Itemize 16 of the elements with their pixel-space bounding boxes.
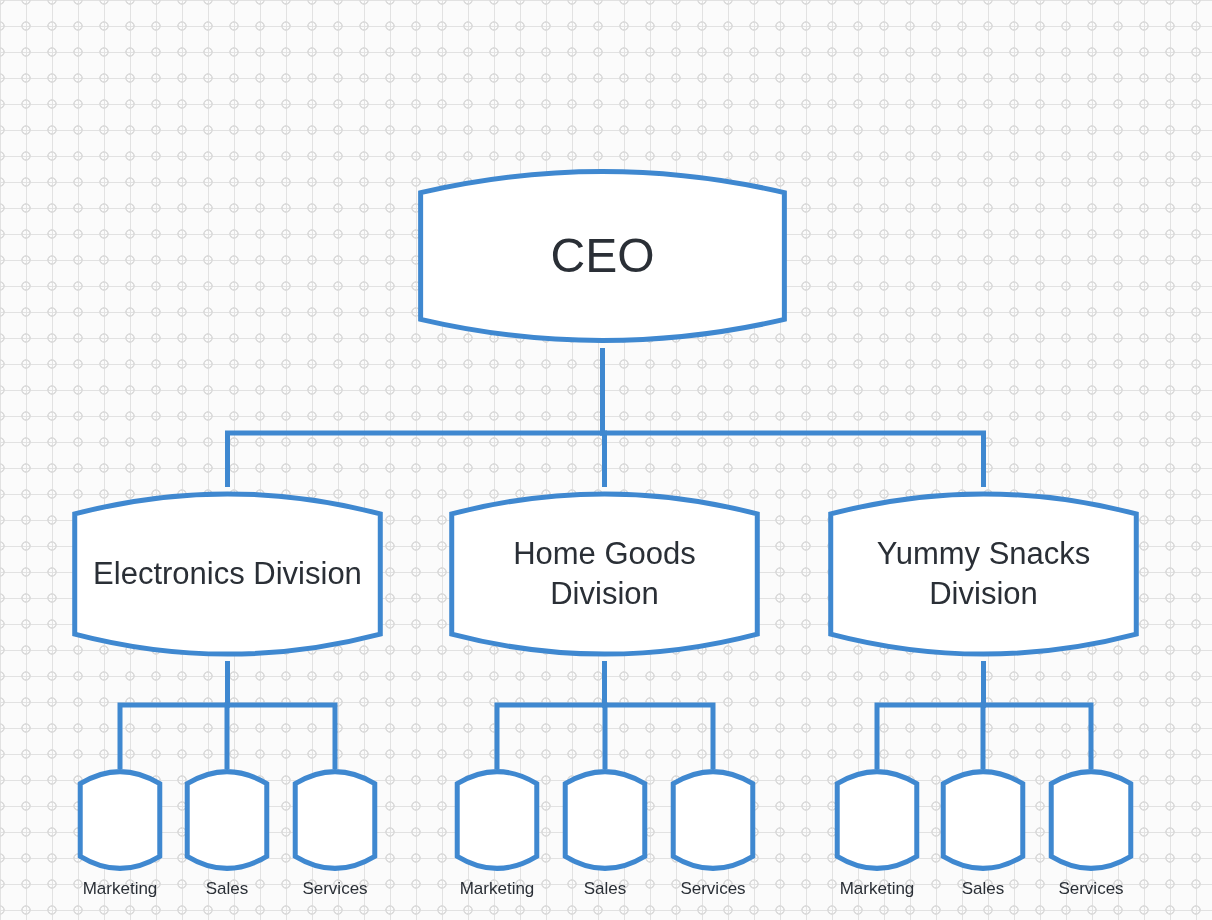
node-title: Electronics Division	[92, 554, 363, 593]
department-label: Sales	[205, 879, 249, 899]
department-label: Sales	[583, 879, 627, 899]
department-label: Services	[302, 879, 368, 899]
connector-line	[602, 661, 716, 769]
department-label: Marketing	[82, 879, 158, 899]
node-title: CEO	[549, 227, 656, 284]
department-label: Sales	[961, 879, 1005, 899]
department-label: Services	[680, 879, 746, 899]
department-label: Services	[1058, 879, 1124, 899]
department-label: Marketing	[459, 879, 535, 899]
connector-line	[225, 661, 338, 769]
connector-line	[981, 661, 1094, 769]
node-title: Home Goods Division	[512, 534, 697, 613]
node-title: Yummy Snacks Division	[875, 534, 1092, 613]
department-label: Marketing	[839, 879, 915, 899]
